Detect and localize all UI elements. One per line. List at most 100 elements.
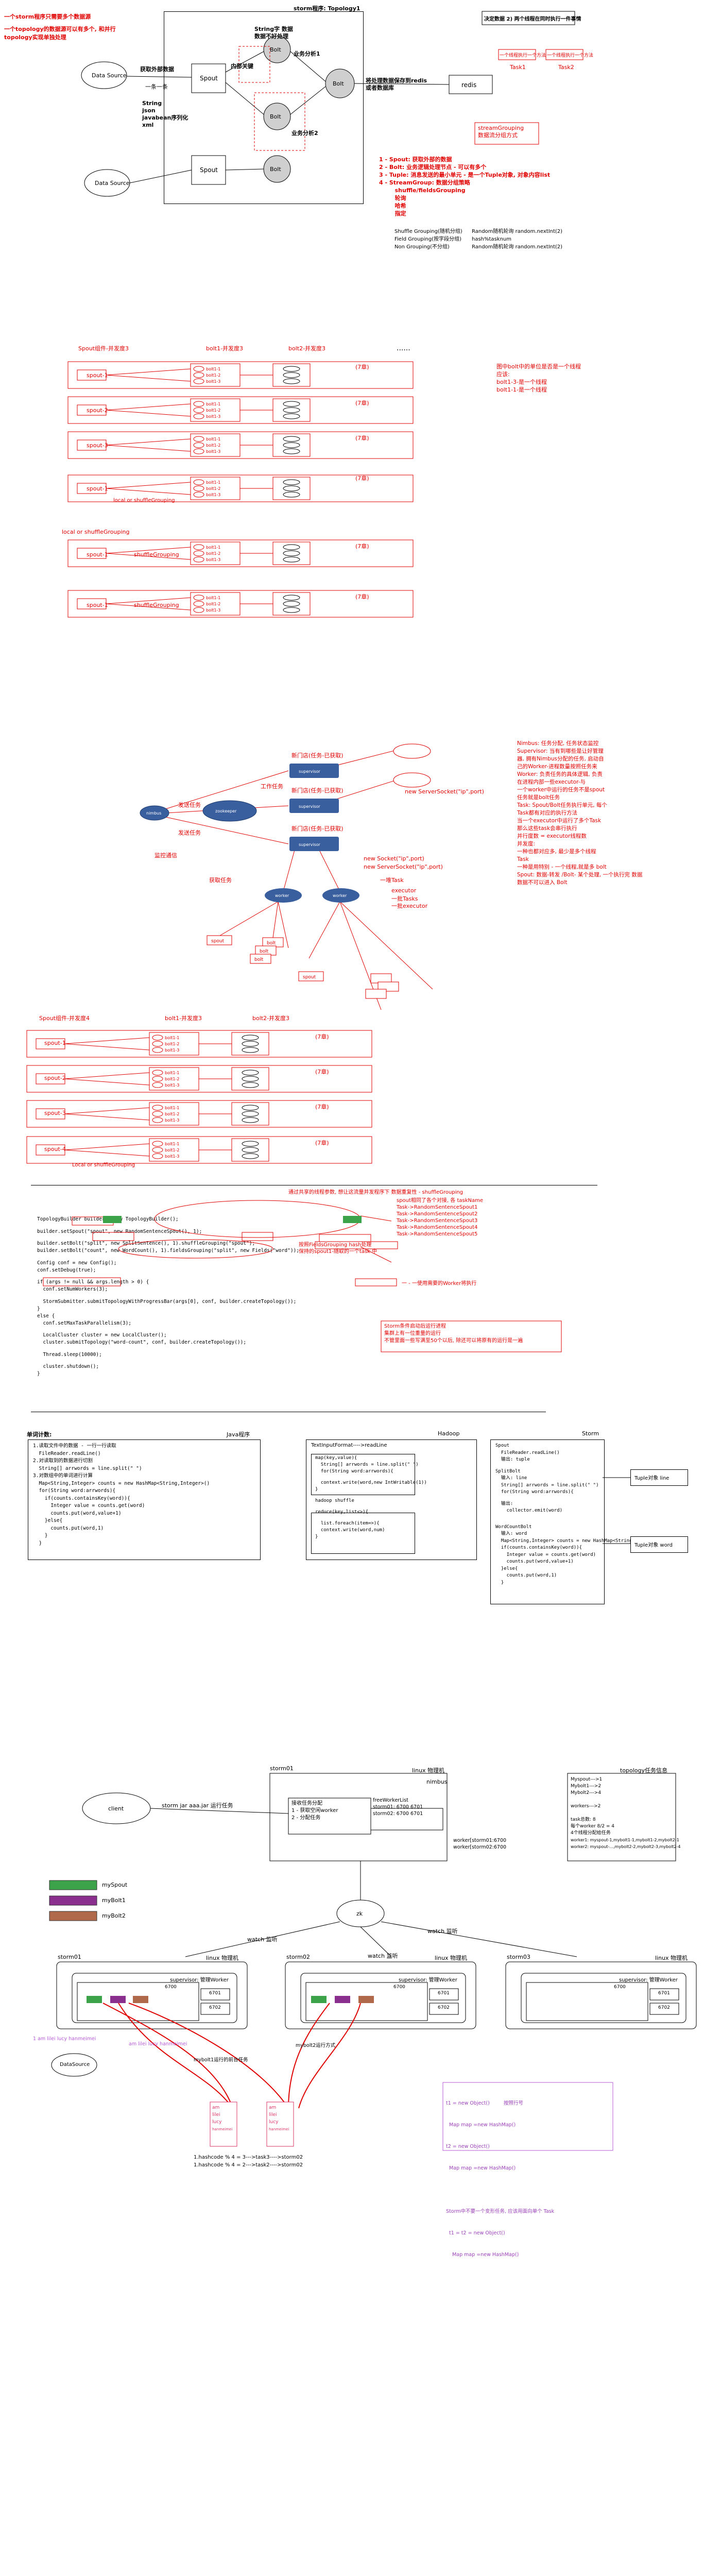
- hadoop-reduce-box: [311, 1513, 415, 1554]
- supervisor-label-1: supervisor: 管理Worker: [170, 1977, 229, 1983]
- bolt-item-label: bolt1-3: [206, 379, 220, 384]
- executor-ellipse: [152, 1105, 163, 1111]
- annotation-line: Storm条件启动后运行进程: [384, 1324, 447, 1329]
- storm-host-3: storm03: [507, 1954, 530, 1960]
- worker-line: worker[storm02:6700: [453, 1844, 507, 1850]
- linux-label-3: linux 物理机: [655, 1955, 688, 1961]
- mybolt-box-1-items: am lilei lucy hanmeimei: [212, 2104, 232, 2133]
- client-label: client: [108, 1805, 124, 1812]
- explanation-line: Nimbus: 任务分配, 任务状态监控: [517, 740, 599, 747]
- sec2-spout-1: spout-1: [87, 372, 108, 379]
- worker-frame: [26, 1136, 372, 1164]
- flow-line: [106, 438, 191, 446]
- explanation-line: 器, 拥有Nimbus分配的任务, 启动自: [517, 756, 604, 762]
- label-send-task-1: 发送任务: [178, 802, 201, 808]
- port-label: 6702: [438, 2005, 450, 2010]
- bolt2-ellipse: [283, 401, 300, 407]
- annotation-line: 一 - 一使用需要的Worker将执行: [402, 1281, 477, 1286]
- executor-ellipse: [152, 1047, 163, 1053]
- bolt2-ellipse: [242, 1111, 259, 1117]
- business-logic-2: 业务分析2: [291, 130, 318, 137]
- code-line: for(String word:arrwords){: [315, 1469, 393, 1474]
- right-box-item-2: 一个线程执行一个方法: [547, 53, 594, 58]
- bolt-item-label: bolt1-3: [206, 493, 220, 497]
- bolt-item-label: bolt1-1: [206, 437, 220, 442]
- code-line: }: [37, 1371, 40, 1377]
- bolt2-ellipse: [242, 1105, 259, 1111]
- sec2-worker-2: (7章): [355, 400, 369, 406]
- bolt2-ellipse: [283, 413, 300, 419]
- worker-frame: [67, 539, 414, 567]
- explanation-line: 一个worker中运行的任务不是spout: [517, 787, 605, 793]
- summary-list: 1 - Spout: 获取外部的数据 2 - Bolt: 业务逻辑处理节点 - …: [379, 156, 550, 217]
- port-label: 6701: [209, 1991, 221, 1996]
- hash-lines: 1.hashcode % 4 = 3--->task3---->storm02 …: [194, 2154, 303, 2169]
- executor-ellipse: [152, 1070, 163, 1076]
- code-line: conf.setNumWorkers(3);: [37, 1286, 108, 1292]
- executor-ellipse: [152, 1035, 163, 1041]
- topology-info-line: 4个线程分配给任务: [571, 1831, 611, 1836]
- summary-line: 4 - StreamGroup: 数据分组策略: [379, 179, 470, 186]
- bolt2-ellipse: [242, 1141, 259, 1147]
- bolt2-ellipse: [283, 479, 300, 485]
- executor-ellipse: [193, 448, 204, 454]
- sec2-dots: ......: [397, 344, 410, 352]
- code-line: [315, 1475, 427, 1480]
- label-server-socket-2: new ServerSocket("ip",port): [364, 863, 443, 870]
- code-line: counts.put(word,value+1): [495, 1559, 574, 1564]
- linux-label-1: linux 物理机: [206, 1955, 239, 1961]
- sec5-local-shuffle: Local or shuffleGrouping: [72, 1162, 135, 1168]
- code-line: builder.setBolt("split", new SplitSenten…: [37, 1241, 255, 1246]
- watch-label-3: watch 监听: [427, 1928, 458, 1935]
- storm-jar-label: storm jar aaa.jar 运行任务: [162, 1802, 233, 1809]
- topology-info-line: workers--->2: [571, 1804, 601, 1809]
- deployment-diagram: [49, 1773, 697, 2151]
- executor-label-2: 一批Tasks: [391, 895, 418, 902]
- code-line: }: [33, 1540, 42, 1546]
- code-line: cluster.submitTopology("word-count", con…: [37, 1340, 247, 1345]
- code-line: FileReader.readLine(): [33, 1450, 101, 1456]
- executor-ellipse: [193, 413, 204, 419]
- sec5-worker-4: (7章): [315, 1140, 329, 1146]
- bolt-item-label: bolt1-1: [165, 1142, 179, 1146]
- bolt-item-label: bolt1-1: [206, 480, 220, 485]
- label-new-store-3: 新门店(任务-已获取): [291, 825, 344, 832]
- label-work-task: 工作任务: [261, 783, 283, 790]
- annotation-line: Task->RandomSentenceSpout1: [397, 1205, 478, 1210]
- sec5-header-bolt2: bolt2-并发度3: [252, 1015, 290, 1022]
- worker-frame: [67, 431, 414, 459]
- code-annotation-block-1: 通过共享的线程参数, 想让这流量并发程序下 数据重复性 - shuffleGro…: [288, 1189, 463, 1196]
- hadoop-title: TextInputFormat---->readLine: [311, 1443, 387, 1448]
- topology-info-line: 每个worker 8/2 = 4: [571, 1824, 615, 1829]
- executor-ellipse: [193, 595, 204, 601]
- bolt-item-label: bolt1-2: [206, 551, 220, 556]
- grouping-table: Shuffle Grouping(随机分组)Random随机轮询 random.…: [394, 228, 562, 251]
- code-line: else {: [37, 1313, 55, 1319]
- sec2-worker-3: (7章): [355, 435, 369, 442]
- code-line: 输出:: [495, 1501, 513, 1506]
- worker-frame: [67, 590, 414, 618]
- right-box-label: 决定数据 2) 两个线程在同时执行一件事情: [484, 16, 581, 22]
- legend-mybolt1-swatch: [49, 1895, 97, 1906]
- bolt2-ellipse: [283, 544, 300, 550]
- tuple-box-line-label: Tuple对象 line: [634, 1476, 670, 1481]
- code-line: Integer value = counts.get(word): [495, 1552, 596, 1557]
- flow-line: [64, 1043, 150, 1050]
- supervisor-2: supervisor: [289, 799, 339, 813]
- bolt-item-label: bolt1-2: [206, 443, 220, 448]
- bolt-item-label: bolt1-2: [165, 1112, 179, 1116]
- code-line: conf.setDebug(true);: [37, 1267, 96, 1273]
- tuple-box-word: [630, 1536, 688, 1553]
- code-line: 2.对读取到的数据进行切割: [33, 1458, 93, 1464]
- bolt2-ellipse: [242, 1147, 259, 1153]
- executor-ellipse: [152, 1117, 163, 1123]
- storm01-top-label: storm01: [270, 1765, 294, 1772]
- zk-label: zk: [356, 1910, 363, 1917]
- executor-ellipse: [152, 1111, 163, 1117]
- bolt2-ellipse: [283, 556, 300, 563]
- bolt-item-label: bolt1-3: [206, 557, 220, 562]
- executor-ellipse: [193, 492, 204, 498]
- label-task-batch: 一堆Task: [380, 877, 404, 884]
- annotation-line: Task->RandomSentenceSpout2: [397, 1211, 478, 1217]
- purple-note-line: t1 = new Object() 按照行号: [446, 2100, 523, 2106]
